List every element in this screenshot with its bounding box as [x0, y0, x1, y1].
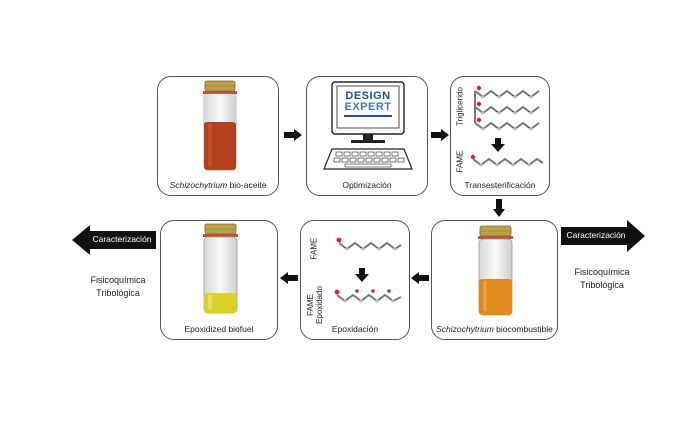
vial-biocombustible [478, 225, 513, 316]
caption-optimizacion: Optimización [342, 180, 392, 190]
arrow-right-2 [431, 129, 449, 141]
arrow-left-2 [280, 272, 298, 284]
caption-bio-aceite: Schizochytrium bio-aceite [169, 180, 267, 190]
caption-biocombustible: Schizochytrium biocombustible [436, 324, 553, 334]
box-epoxidized-biofuel: Epoxidized biofuel [160, 220, 278, 340]
box-transesterificacion: Triglicerido FAME Transesterificación [450, 76, 550, 196]
epoxidation-molecules [334, 237, 402, 303]
box-optimizacion: DESIGN EXPERT Optimización [306, 76, 428, 196]
triglyceride-molecule [470, 85, 544, 167]
caption-epoxidacion: Epoxidación [331, 324, 379, 334]
caracterizacion-arrow-right [561, 220, 645, 252]
caption-epoxidized: Epoxidized biofuel [184, 324, 254, 334]
caracterizacion-right-label: Caracterización [566, 230, 626, 240]
caracterizacion-left-label: Caracterización [92, 234, 152, 244]
vial-epoxidized [203, 223, 238, 314]
arrow-down-1 [493, 199, 505, 217]
caracterizacion-arrow-left [72, 225, 156, 255]
box-bio-aceite: Schizochytrium bio-aceite [157, 76, 279, 196]
computer-icon [323, 81, 413, 170]
characterization-left-text: Fisicoquímica Tribológica [90, 275, 146, 298]
characterization-right-text: Fisicoquímica Tribológica [574, 267, 630, 290]
design-expert-logo: DESIGN EXPERT [338, 91, 398, 117]
box-biocombustible: Schizochytrium biocombustible [431, 220, 558, 340]
caption-transesterificacion: Transesterificación [464, 180, 536, 190]
vial-bio-aceite [203, 80, 237, 171]
arrow-left-1 [411, 272, 429, 284]
box-epoxidacion: FAME FAME Epoxidado Epoxidación [300, 220, 410, 340]
arrow-right-1 [284, 129, 302, 141]
